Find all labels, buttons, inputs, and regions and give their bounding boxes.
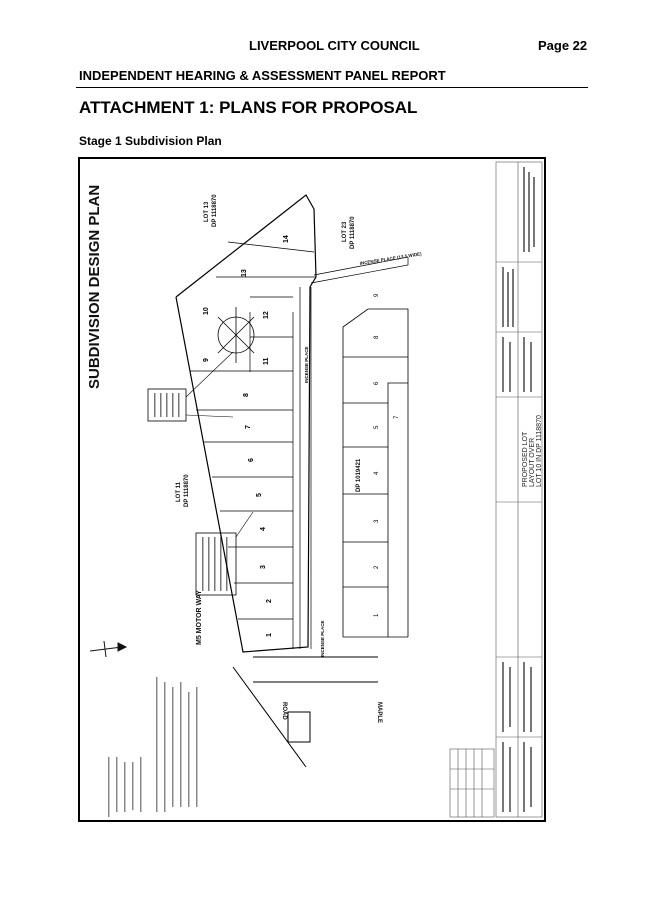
- stage-title: Stage 1 Subdivision Plan: [79, 134, 222, 148]
- lot-number: 2: [266, 599, 273, 603]
- lot-number: 3: [260, 565, 267, 569]
- lot-number: 13: [241, 269, 248, 277]
- cul-de-sac: [217, 307, 255, 363]
- existing-lot-number: 7: [394, 415, 400, 419]
- lot-number: 11: [263, 357, 270, 365]
- existing-lot-number: 4: [374, 471, 380, 475]
- lot-number: 9: [203, 358, 210, 362]
- plan-border: [78, 157, 546, 822]
- plan-heading: SUBDIVISION DESIGN PLAN: [86, 185, 103, 389]
- existing-lot-number: 5: [374, 425, 380, 429]
- lot-number: 5: [256, 493, 263, 497]
- title-block-line2: LAYOUT OVER: [529, 438, 536, 487]
- existing-lot-number: 6: [374, 381, 380, 385]
- incense-place-label: INCENSE PLACE: [304, 346, 309, 383]
- lot-number: 6: [248, 458, 255, 462]
- lot-number: 14: [283, 235, 290, 243]
- lot-number: 12: [263, 311, 270, 319]
- m5-label: M5 MOTOR WAY: [196, 590, 203, 645]
- existing-lot-number: 1: [374, 613, 380, 617]
- title-block-line3: LOT 10 IN DP 1118870: [536, 415, 543, 487]
- lot11-label: LOT 11: [176, 481, 182, 502]
- title-block-line1: PROPOSED LOT: [522, 431, 529, 487]
- lot13-label: LOT 13: [204, 201, 210, 222]
- existing-lot-number: 9: [374, 293, 380, 297]
- north-arrow-icon: [89, 640, 128, 658]
- council-name: LIVERPOOL CITY COUNCIL: [249, 38, 420, 53]
- site-boundary: [175, 194, 317, 653]
- proposed-lot-lines: [190, 241, 316, 649]
- lot23-label: LOT 23: [342, 221, 348, 242]
- incense-place-lower-label: INCENSE PLACE: [320, 620, 325, 657]
- lot-number: 10: [203, 307, 210, 315]
- existing-lot-number: 8: [374, 335, 380, 339]
- report-title: INDEPENDENT HEARING & ASSESSMENT PANEL R…: [79, 68, 446, 83]
- lot-number: 7: [245, 425, 252, 429]
- existing-lot-number: 3: [374, 519, 380, 523]
- lot23-dp: DP 1118870: [350, 216, 356, 249]
- dp-existing: DP 1019421: [356, 458, 362, 492]
- lot-number: 1: [266, 633, 273, 637]
- maple-label: MAPLE: [376, 702, 382, 723]
- lot13-dp: DP 1118870: [212, 194, 218, 227]
- subdivision-plan: SUBDIVISION DESIGN PLAN PROPOSED LOT LAY…: [78, 157, 546, 822]
- road-label: ROAD: [281, 702, 287, 720]
- lot-number: 8: [243, 393, 250, 397]
- plan-drawing: SUBDIVISION DESIGN PLAN PROPOSED LOT LAY…: [78, 157, 546, 822]
- maple-road: [232, 656, 378, 768]
- title-block: [495, 161, 543, 818]
- lot11-dp: DP 1118870: [184, 474, 190, 507]
- page-number: Page 22: [538, 38, 588, 53]
- existing-lot-number: 2: [374, 565, 380, 569]
- lot-number: 4: [260, 527, 267, 531]
- notes-table: [449, 748, 495, 818]
- attachment-title: ATTACHMENT 1: PLANS FOR PROPOSAL: [79, 98, 418, 117]
- header-divider: [76, 87, 588, 88]
- existing-lots: [342, 308, 409, 638]
